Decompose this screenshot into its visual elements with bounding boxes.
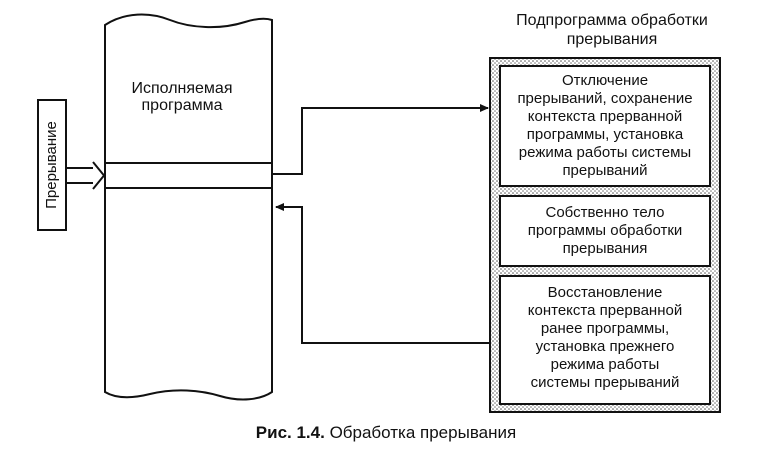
subroutine-title-line2: прерывания <box>567 31 658 48</box>
program-column <box>104 13 273 401</box>
program-label-line1: Исполняемая <box>131 80 232 97</box>
transfer-arrow <box>272 104 489 175</box>
figure-caption-prefix: Рис. 1.4. <box>255 423 325 442</box>
figure-caption-text: Обработка прерывания <box>329 423 517 442</box>
subroutine-title-line1: Подпрограмма обработки <box>516 12 708 29</box>
block-restore-context-text: Восстановление контекста прерванной ране… <box>528 284 682 391</box>
block-3-line-1: Восстановление <box>548 284 663 301</box>
block-save-context-text: Отключение прерываний, сохранение контек… <box>517 72 692 179</box>
block-3-line-4: установка прежнего <box>536 338 675 355</box>
block-restore-context <box>499 275 711 405</box>
interrupt-label-box <box>37 99 67 231</box>
interrupt-arrow <box>66 161 106 190</box>
block-1-line-3: контекста прерванной <box>528 108 682 125</box>
block-1-line-4: программы, установка <box>527 126 684 143</box>
block-3-line-5: режима работы <box>551 356 660 373</box>
block-1-line-1: Отключение <box>562 72 648 89</box>
block-1-line-6: прерываний <box>562 162 647 179</box>
program-label-line2: программа <box>142 97 223 114</box>
return-arrow <box>275 203 490 344</box>
block-2-line-3: прерывания <box>563 240 648 257</box>
block-3-line-6: системы прерываний <box>531 374 680 391</box>
block-3-line-3: ранее программы, <box>541 320 669 337</box>
block-1-line-2: прерываний, сохранение <box>517 90 692 107</box>
block-3-line-2: контекста прерванной <box>528 302 682 319</box>
block-2-line-1: Собственно тело <box>546 204 665 221</box>
block-2-line-2: программы обработки <box>528 222 683 239</box>
block-handler-body <box>499 195 711 267</box>
figure-caption: Рис. 1.4. Обработка прерывания <box>0 423 772 443</box>
interrupt-label: Прерывание <box>43 121 60 209</box>
block-1-line-5: режима работы системы <box>519 144 691 161</box>
block-handler-body-text: Собственно тело программы обработки прер… <box>528 204 683 257</box>
block-save-context <box>499 65 711 187</box>
